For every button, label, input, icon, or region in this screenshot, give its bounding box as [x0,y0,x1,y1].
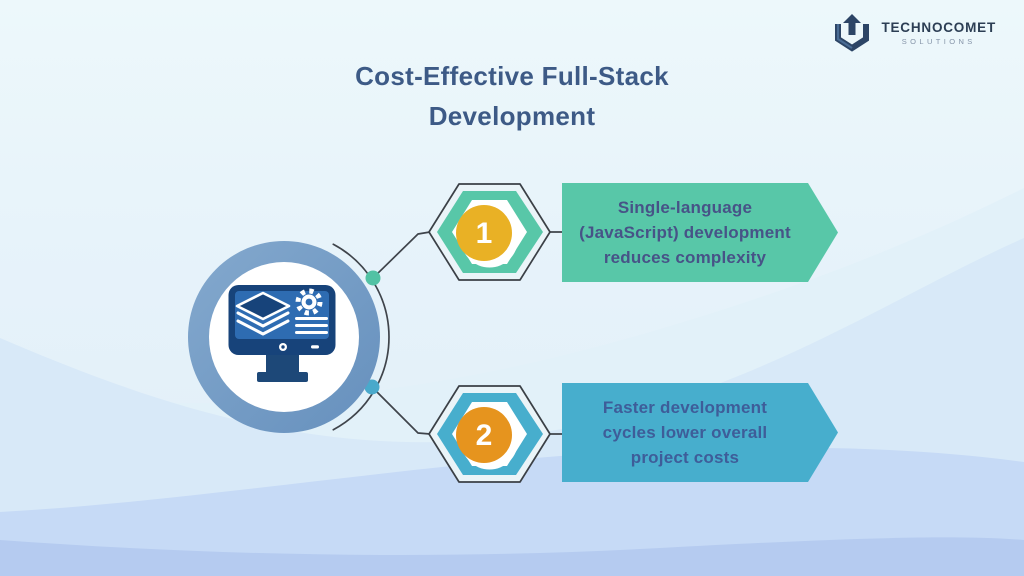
step2-text: Faster development cycles lower overall … [562,395,808,470]
monitor-layers-gear-icon [228,285,336,382]
step2-badge-circle [456,407,512,463]
step1-number: 1 [476,217,493,250]
step2-number: 2 [476,419,493,452]
connector-dot-bottom [364,379,380,395]
step2-text-line3: project costs [630,448,740,467]
step2-hexagon-badge: 2 [428,385,551,483]
brand-tagline: SOLUTIONS [901,37,976,46]
hexagon-up-arrow-icon [835,14,870,52]
connector-dot-top [365,270,381,286]
page-title: Cost-Effective Full-Stack Development [355,56,669,136]
center-node [188,241,380,433]
step1-badge-circle [456,205,512,261]
layers-icon [235,291,291,336]
step2-arrow-box [562,383,838,482]
step1-text-line2: (JavaScript) development [579,223,791,242]
wave-shape [0,537,1024,576]
step1-arrow-box [562,183,838,282]
step1-text-line3: reduces complexity [603,248,767,267]
page-title-line2: Development [428,101,596,131]
step1-text: Single-language (JavaScript) development… [562,195,808,270]
brand-name: TECHNOCOMET [881,20,996,35]
step2-text-line1: Faster development [602,398,768,417]
brand-text: TECHNOCOMET SOLUTIONS [881,20,996,46]
step1-text-line1: Single-language [617,198,753,217]
brand-logo: TECHNOCOMET SOLUTIONS [832,12,996,54]
step1-hexagon-badge: 1 [428,183,551,281]
text-lines-icon [295,317,328,334]
connector-arc [332,243,390,431]
step2-text-line2: cycles lower overall [602,423,768,442]
gear-icon [295,288,323,316]
connector-line-bottom [371,386,431,435]
connector-line-top [372,231,431,279]
page-title-line1: Cost-Effective Full-Stack [355,61,669,91]
